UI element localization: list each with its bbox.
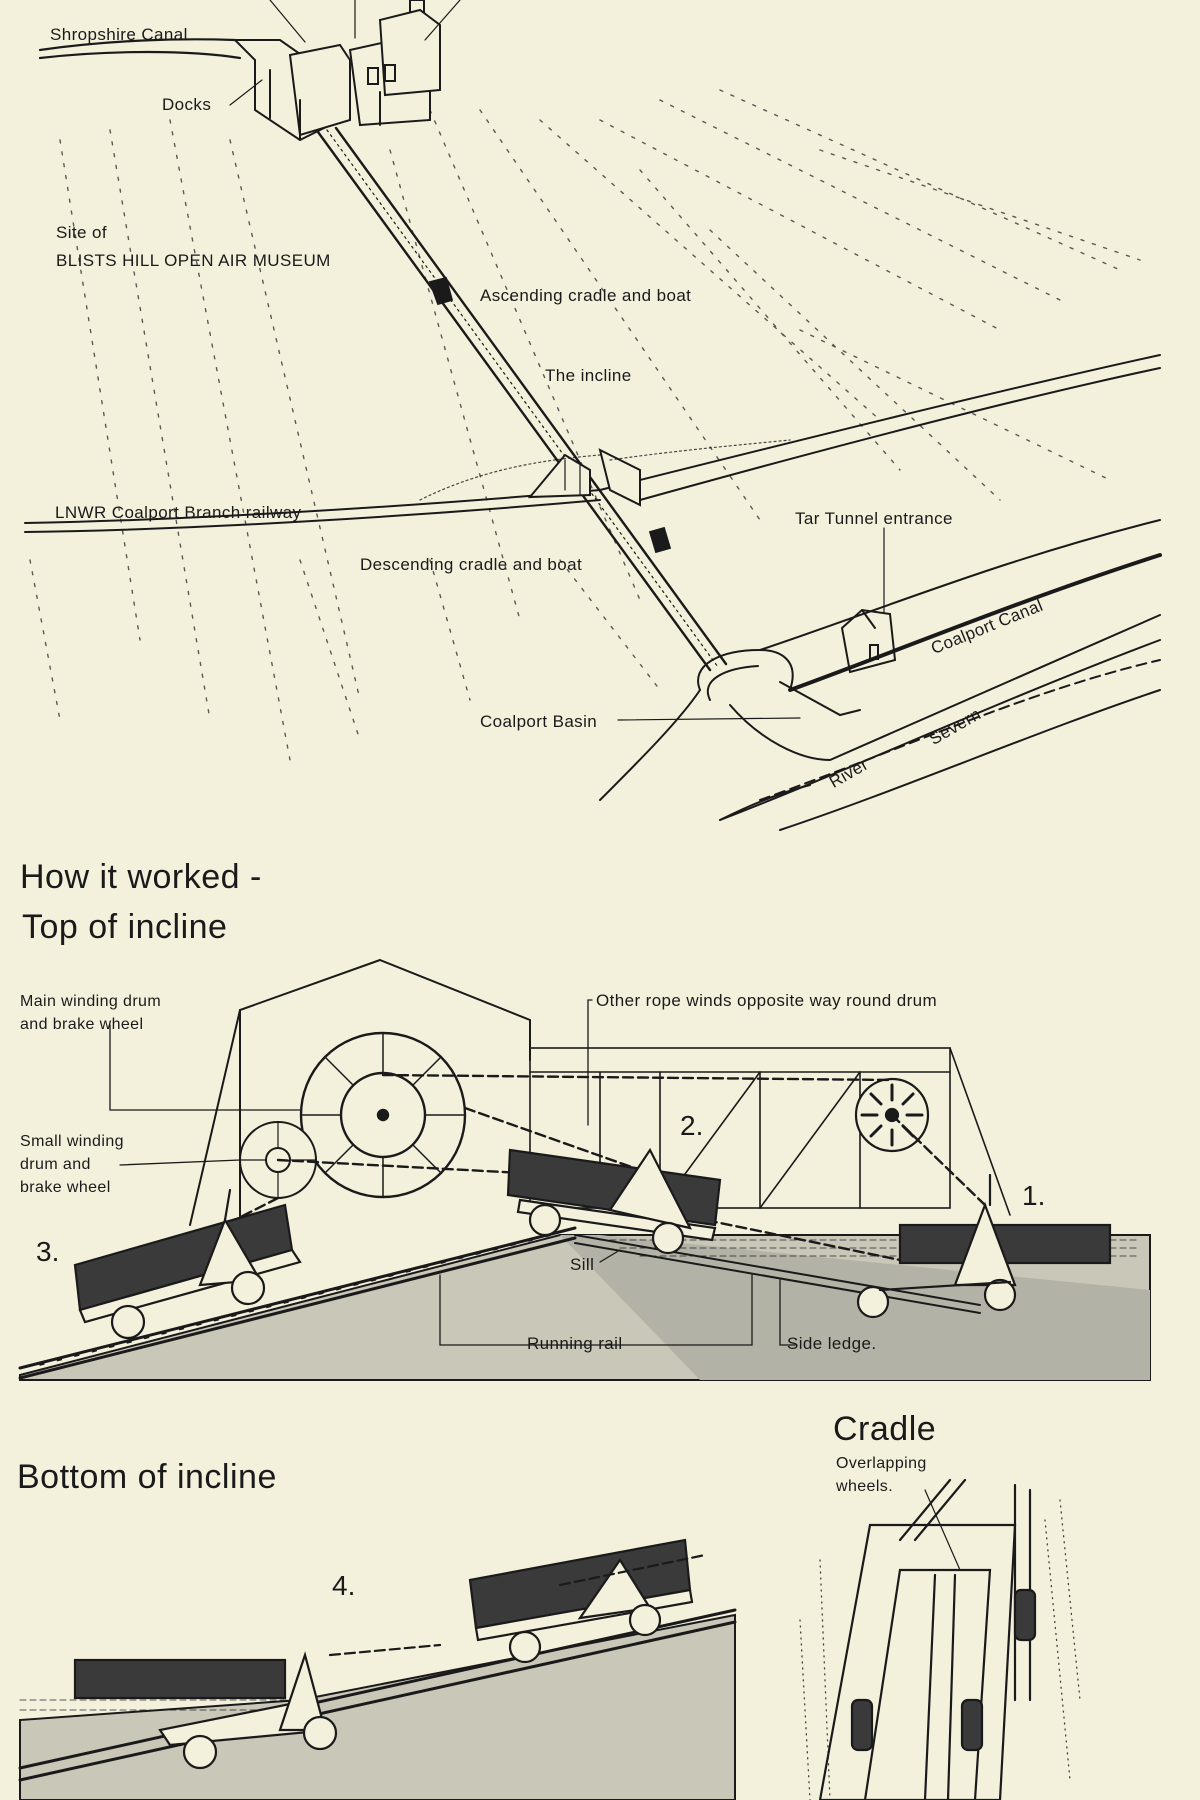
label-lnwr-railway: LNWR Coalport Branch railway [55, 503, 302, 522]
label-step-1: 1. [1022, 1180, 1046, 1211]
label-tar-tunnel: Tar Tunnel entrance [795, 509, 953, 528]
label-step-4: 4. [332, 1570, 356, 1601]
label-sill: Sill [570, 1255, 595, 1274]
label-side-ledge: Side ledge. [787, 1334, 877, 1353]
hillside-hatching [29, 89, 1141, 761]
bottom-cradle-left [73, 1651, 338, 1770]
label-site-of: Site of [56, 223, 107, 242]
heading-cradle: Cradle [833, 1410, 937, 1448]
label-overlapping-wheels: Overlapping wheels. [836, 1455, 927, 1496]
railway-bridge [527, 448, 641, 507]
label-ascending: Ascending cradle and boat [480, 286, 692, 305]
bottom-incline-ground [19, 1613, 736, 1800]
cradle-boat-1 [856, 1173, 1112, 1319]
label-other-rope: Other rope winds opposite way round drum [596, 991, 938, 1010]
label-small-winding-drum: Small winding drum and brake wheel [20, 1133, 124, 1197]
shropshire-canal [38, 38, 242, 60]
label-the-incline: The incline [545, 366, 632, 385]
tar-tunnel-house [840, 527, 897, 674]
coalport-canal [759, 519, 1162, 717]
lnwr-railway [24, 354, 1161, 533]
label-step-3: 3. [36, 1236, 60, 1267]
label-coalport-basin: Coalport Basin [480, 712, 598, 731]
label-step-2: 2. [680, 1110, 704, 1141]
label-main-winding-drum: Main winding drum and brake wheel [20, 993, 162, 1034]
label-blists-hill: BLISTS HILL OPEN AIR MUSEUM [56, 251, 331, 270]
heading-bottom-of-incline: Bottom of incline [17, 1458, 277, 1496]
cradle-boat-2 [506, 1147, 722, 1255]
engine-house [189, 958, 531, 1226]
heading-how-it-worked: How it worked - [20, 858, 262, 896]
coalport-basin [599, 614, 1161, 801]
main-winding-drum [299, 1031, 467, 1199]
bottom-cradle-right [468, 1538, 694, 1664]
cradle-boat-3 [73, 1188, 302, 1340]
the-incline [316, 126, 728, 672]
label-shropshire-canal: Shropshire Canal [50, 25, 188, 44]
label-docks: Docks [162, 95, 212, 114]
label-running-rail: Running rail [527, 1334, 623, 1353]
cradle-detail [818, 1478, 1037, 1800]
heading-top-of-incline: Top of incline [22, 908, 228, 946]
label-descending: Descending cradle and boat [360, 555, 583, 574]
river-severn [719, 639, 1161, 831]
gantry-frame [529, 1047, 1011, 1216]
top-buildings [232, 0, 441, 142]
